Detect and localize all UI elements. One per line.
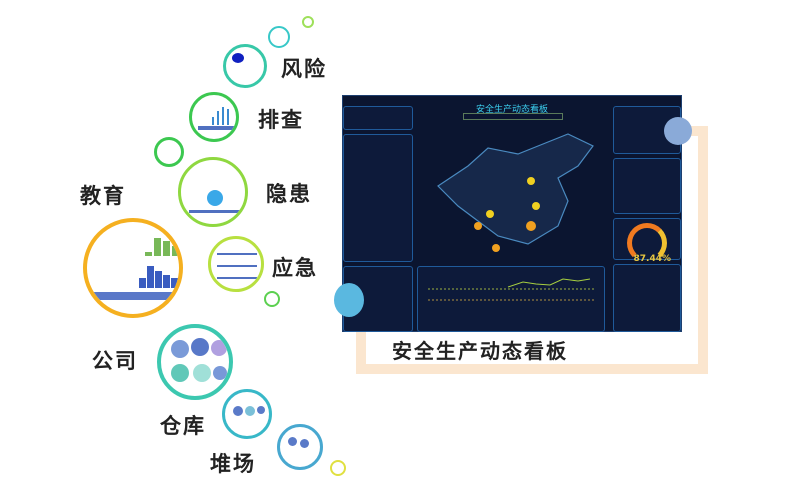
yard-circle[interactable]	[277, 424, 323, 470]
inspection-circle[interactable]	[189, 92, 239, 142]
risk-label: 风险	[281, 56, 327, 81]
inspection-label: 排查	[258, 107, 304, 132]
hazard-label: 隐患	[266, 181, 312, 206]
bar-chart-icon	[210, 105, 230, 125]
bubble	[264, 291, 280, 307]
trend-panel	[417, 266, 605, 332]
dashboard-screenshot: 安全生产动态看板 87.44%	[334, 95, 692, 332]
risk-chart-icon	[232, 53, 244, 63]
pie-icon	[207, 190, 223, 206]
trend-line	[428, 278, 594, 301]
emergency-circle[interactable]	[208, 236, 264, 292]
bubble	[268, 26, 290, 48]
showcase-caption: 安全生产动态看板	[392, 339, 568, 363]
bubble	[154, 137, 184, 167]
emergency-label: 应急	[272, 255, 318, 280]
right-bottom-panel	[613, 264, 681, 332]
right-line-panel	[613, 158, 681, 214]
warehouse-label: 仓库	[160, 413, 206, 438]
dashboard-title: 安全生产动态看板	[475, 105, 548, 115]
radar-panel	[334, 266, 413, 332]
yard-label: 堆场	[210, 451, 256, 476]
education-circle[interactable]	[83, 218, 183, 318]
stats-panel	[343, 134, 413, 262]
gauge-value: 87.44%	[633, 254, 672, 264]
left-top-panel	[343, 106, 413, 130]
bubble	[302, 16, 314, 28]
company-label: 公司	[92, 348, 138, 373]
warehouse-circle[interactable]	[222, 389, 272, 439]
risk-circle[interactable]	[223, 44, 267, 88]
company-circle[interactable]	[157, 324, 233, 400]
bubble	[330, 460, 346, 476]
education-label: 教育	[80, 183, 126, 208]
hazard-circle[interactable]	[178, 157, 248, 227]
china-map	[437, 133, 594, 252]
gauge-icon	[627, 223, 667, 263]
right-pie-panel	[613, 106, 692, 154]
company-select[interactable]	[463, 113, 563, 120]
